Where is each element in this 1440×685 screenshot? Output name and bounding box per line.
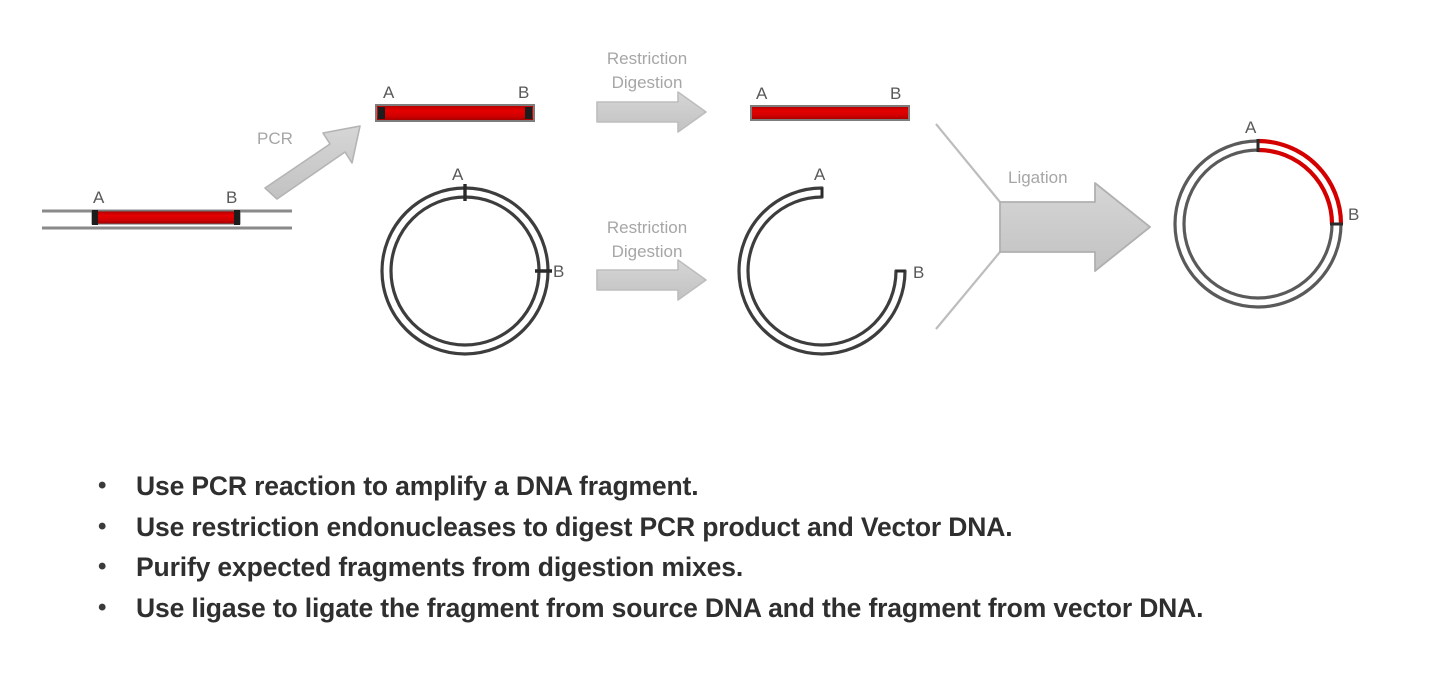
step-label-rd-vector-line-2: Digestion (611, 242, 683, 262)
marker-digested-insert-b: B (890, 84, 902, 103)
list-item: • Use PCR reaction to amplify a DNA frag… (88, 466, 1408, 507)
ligation-arrow (935, 123, 1151, 330)
restriction-digestion-arrow-vector (596, 259, 707, 301)
marker-source-dna-a: A (93, 188, 105, 207)
cloning-workflow-diagram (42, 91, 1344, 356)
bullet-marker: • (98, 553, 107, 580)
step-label-restriction-digestion-insert: Restriction Digestion (591, 47, 703, 95)
pcr-arrow (264, 125, 361, 200)
bullet-marker: • (98, 472, 107, 499)
list-item: • Use ligase to ligate the fragment from… (88, 588, 1408, 629)
marker-pcr-product-a: A (383, 83, 395, 102)
step-label-pcr-line-1: PCR (257, 129, 293, 148)
source-dna-duplex (42, 209, 292, 230)
list-item-text: Use restriction endonucleases to digest … (136, 511, 1013, 542)
marker-vector-b: B (553, 262, 565, 281)
bullet-marker: • (98, 593, 107, 621)
pcr-product-fragment (375, 104, 535, 122)
list-item: • Use restriction endonucleases to diges… (88, 507, 1408, 548)
marker-vector-a: A (452, 165, 464, 184)
step-label-ligation: Ligation (1008, 166, 1068, 190)
vector-plasmid (380, 184, 552, 356)
step-label-ligation-line-1: Ligation (1008, 168, 1068, 187)
linearized-vector (737, 186, 907, 356)
marker-linear-vector-a: A (814, 165, 826, 184)
marker-source-dna-b: B (226, 188, 238, 207)
procedure-bullet-list: • Use PCR reaction to amplify a DNA frag… (88, 466, 1408, 628)
marker-recombinant-a: A (1245, 118, 1257, 137)
marker-recombinant-b: B (1348, 205, 1360, 224)
marker-pcr-product-b: B (518, 83, 530, 102)
step-label-pcr: PCR (257, 127, 293, 151)
marker-linear-vector-b: B (913, 263, 925, 282)
step-label-rd-insert-line-2: Digestion (611, 73, 683, 93)
bullet-marker: • (98, 512, 107, 540)
digested-insert-fragment (750, 105, 910, 121)
list-item-text: Use PCR reaction to amplify a DNA fragme… (136, 471, 699, 501)
list-item: • Purify expected fragments from digesti… (88, 547, 1408, 588)
list-item-text: Use ligase to ligate the fragment from s… (136, 592, 1204, 623)
step-label-restriction-digestion-vector: Restriction Digestion (591, 216, 703, 264)
recombinant-plasmid (1173, 138, 1344, 309)
restriction-digestion-arrow-insert (596, 91, 707, 133)
marker-digested-insert-a: A (756, 84, 768, 103)
step-label-rd-insert-line-1: Restriction (606, 49, 688, 68)
step-label-rd-vector-line-1: Restriction (606, 218, 688, 237)
list-item-text: Purify expected fragments from digestion… (136, 552, 744, 582)
